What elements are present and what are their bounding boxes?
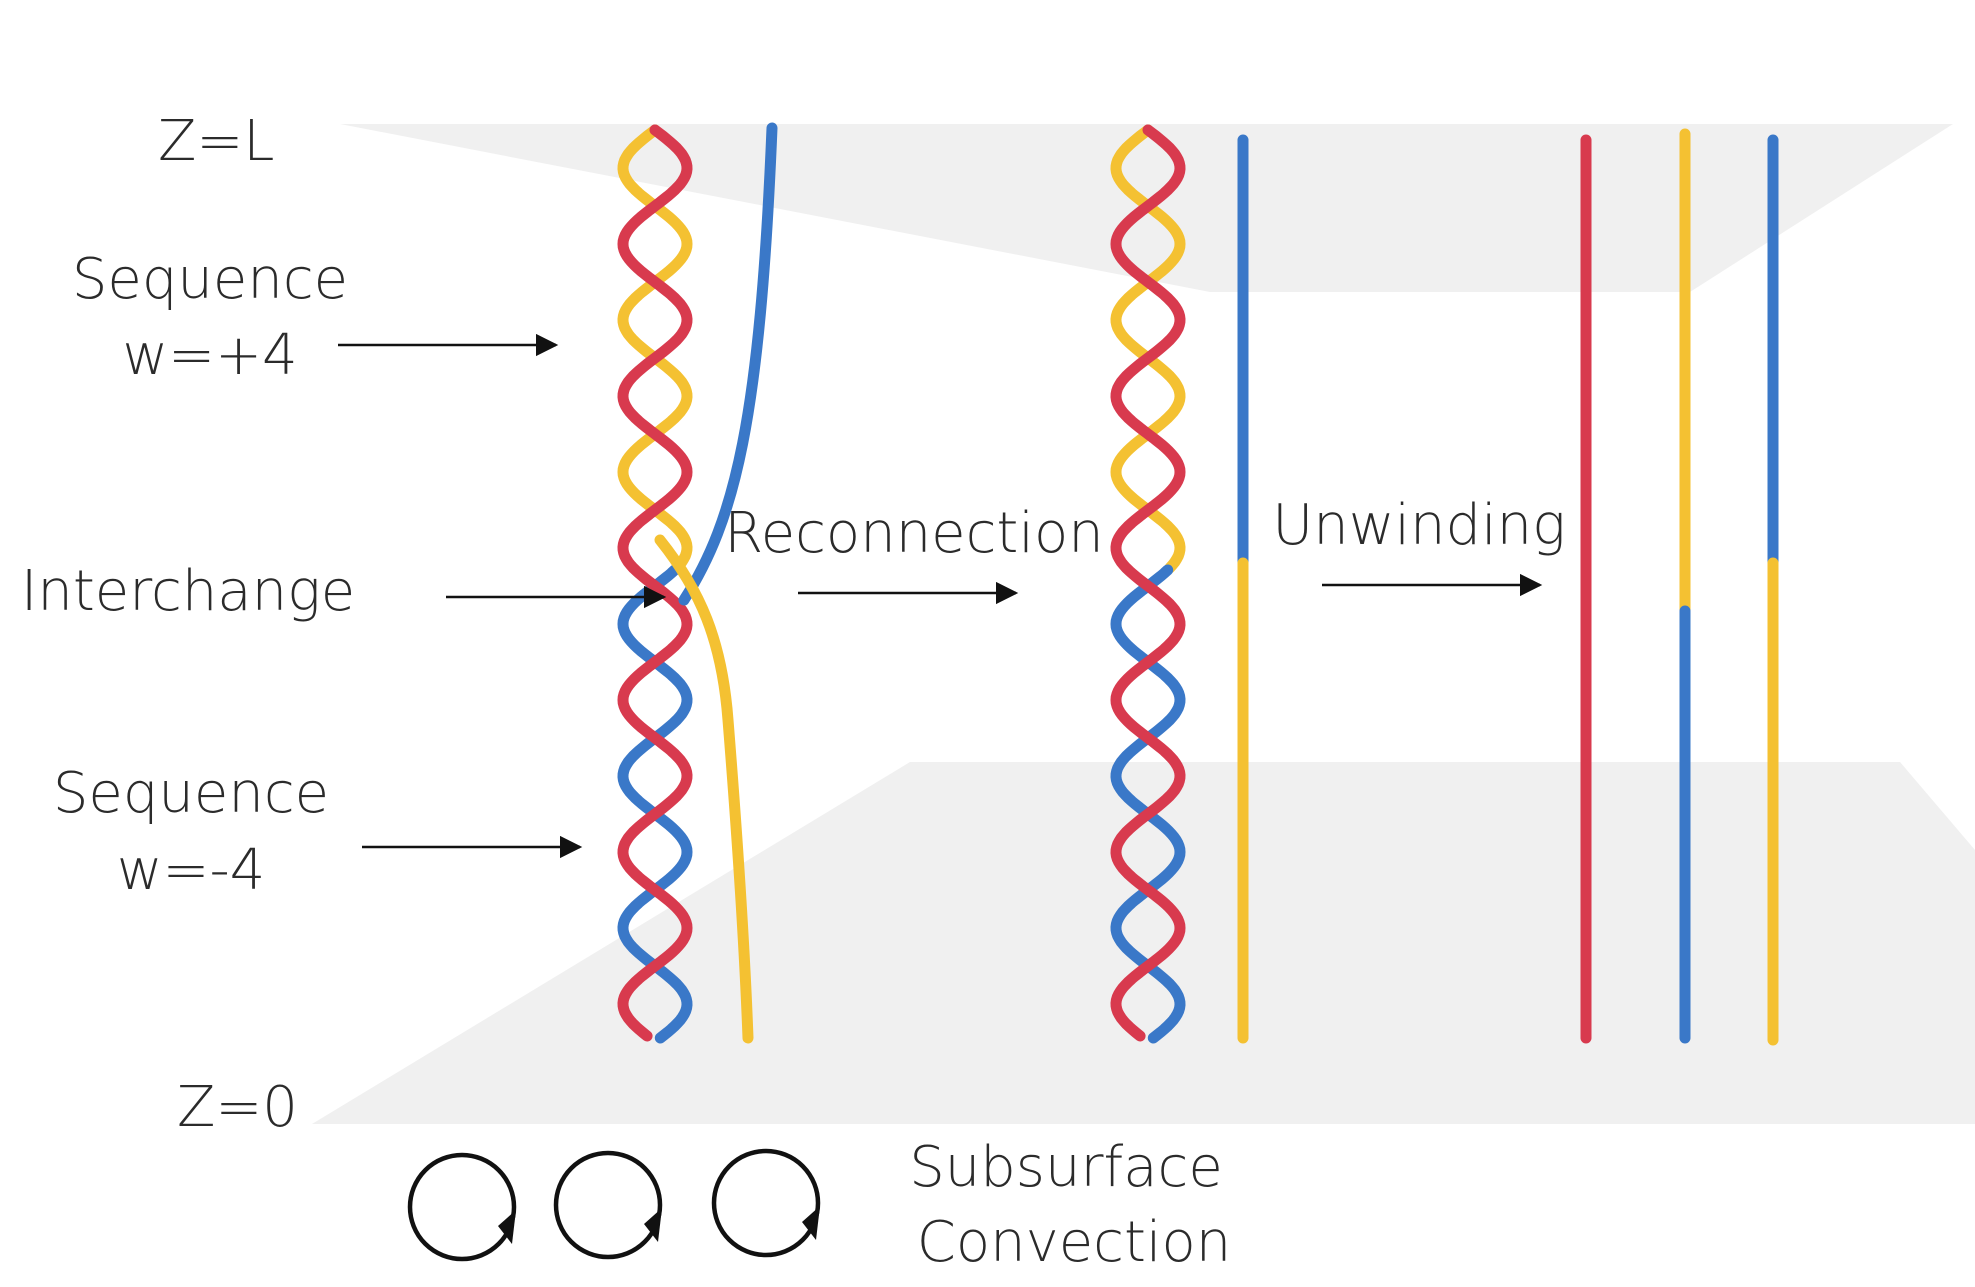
label-z-bottom: Z=0 xyxy=(177,1075,298,1140)
label-convection-line2: Convection xyxy=(917,1210,1232,1275)
stage1-strand-yellow xyxy=(617,124,693,574)
circular-arrow-icon xyxy=(553,1150,663,1260)
circular-arrow-icon xyxy=(407,1152,517,1262)
stage1-strand-red xyxy=(617,124,693,1042)
stage1-strand-blue xyxy=(617,564,693,1044)
label-sequence-pos-line1: Sequence xyxy=(72,247,348,312)
label-unwinding: Unwinding xyxy=(1272,493,1566,558)
stage1-free-strand-blue xyxy=(678,122,778,606)
label-z-top: Z=L xyxy=(158,109,274,174)
stage2-strand-blue xyxy=(1110,564,1186,1044)
label-interchange: Interchange xyxy=(21,559,355,624)
label-sequence-neg-line1: Sequence xyxy=(53,761,329,826)
label-sequence-pos-line2: w=+4 xyxy=(122,323,297,388)
label-sequence-neg-line2: w=-4 xyxy=(117,838,266,903)
stage1-free-strand-yellow xyxy=(654,534,754,1044)
circular-arrow-icon xyxy=(711,1148,821,1258)
bottom-plane xyxy=(312,762,1975,1124)
strand-layer xyxy=(617,122,1779,1046)
convection-cells xyxy=(407,1148,821,1262)
label-reconnection: Reconnection xyxy=(724,501,1103,566)
arrows xyxy=(338,333,1543,859)
label-convection-line1: Subsurface xyxy=(909,1135,1223,1200)
stage2-strand-red xyxy=(1110,124,1186,1042)
